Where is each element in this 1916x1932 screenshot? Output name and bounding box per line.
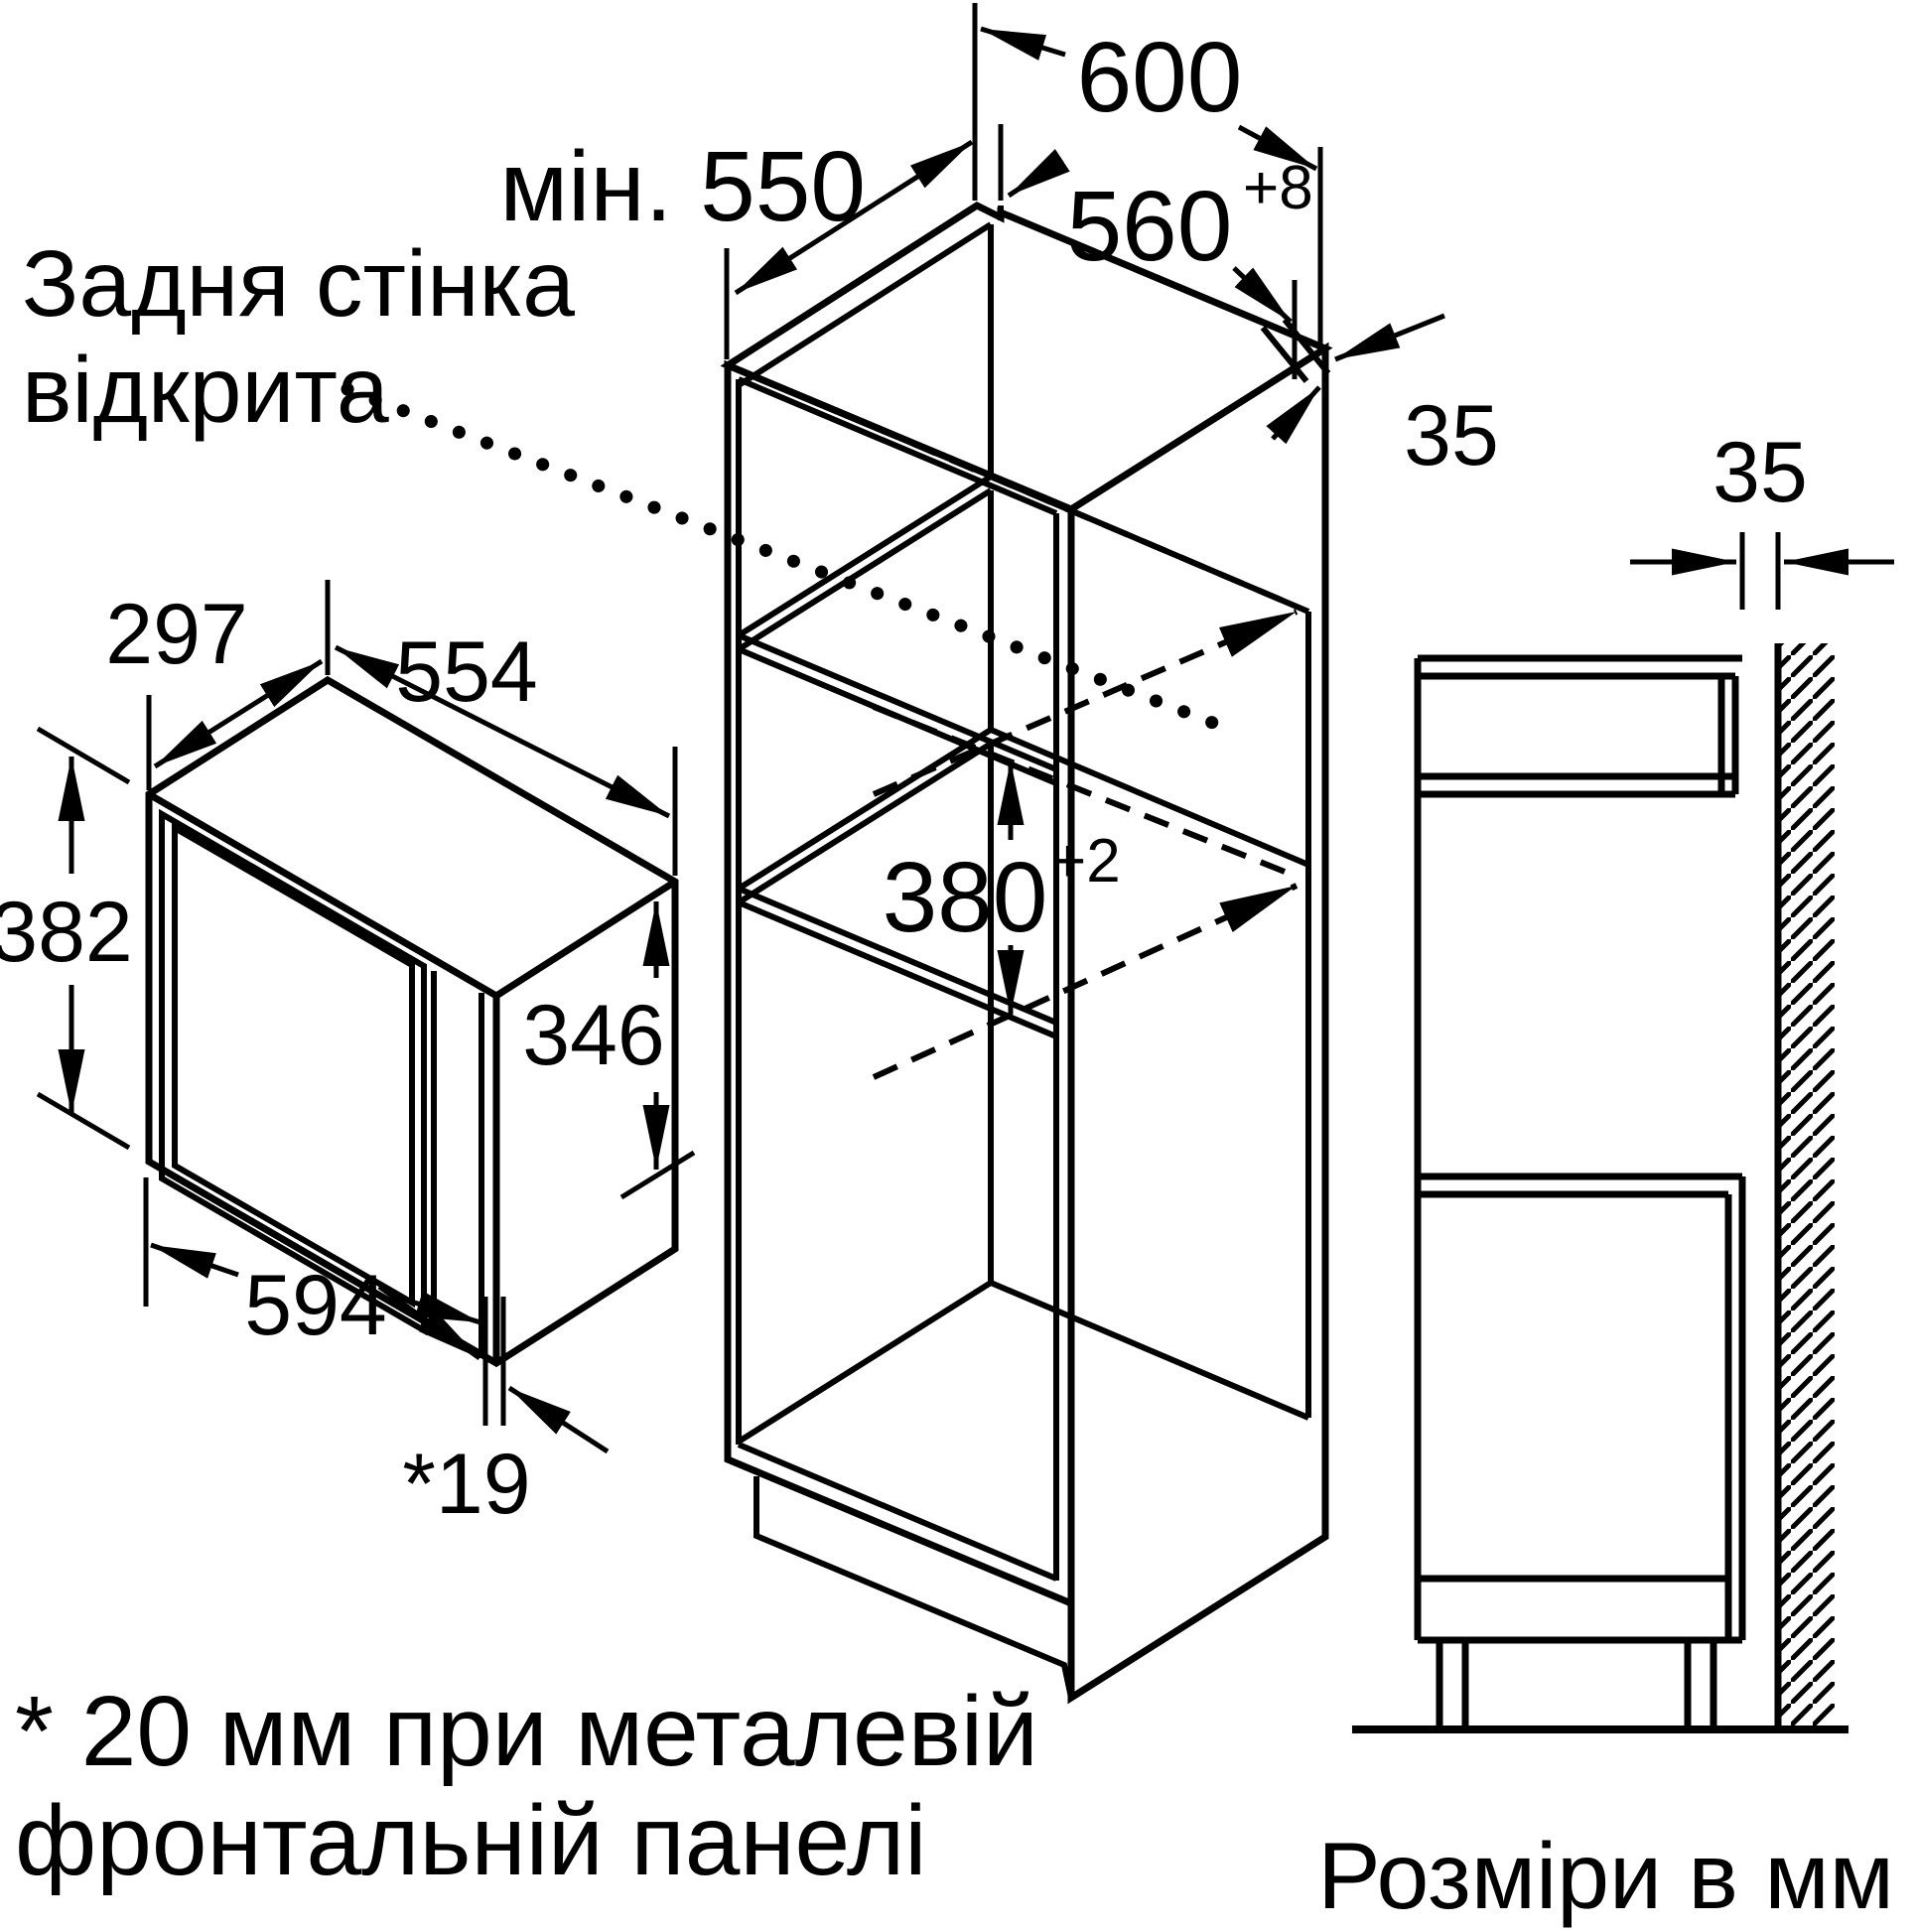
units-note: Розміри в мм [1317,1824,1894,1929]
cabinet-side-view [1414,654,1746,1729]
shelf-dashed-arrow-lower-rising [872,883,1299,1080]
dim-door-height-label: 346 [522,988,665,1083]
cabinet-side-face [1067,342,1329,1705]
dim-appliance-depth-label: 297 [105,587,248,682]
dim-min-depth [724,3,978,359]
dim-niche-height-tol-label: +2 [1050,827,1121,896]
dim-niche-width [998,124,1298,379]
dim-appliance-top-width [334,644,678,876]
dim-niche-width-label: 560 [1067,171,1233,282]
dim-appliance-height-label: 382 [0,885,133,980]
footnote-line2: фронтальній панелі [15,1785,926,1896]
cabinet-plinth [753,1476,1074,1699]
dim-appliance-height [36,726,131,1151]
dim-wall-gap [1630,532,1894,610]
wall-hatching [1778,643,1835,1729]
control-strip-divider [431,971,484,1358]
dim-niche-width-tol-label: +8 [1243,154,1313,222]
dimension-lines [36,3,1894,1454]
dim-top-width-label: 600 [1077,22,1243,133]
shelf-dashed-arrow-upper-rising [872,609,1299,797]
footnote-line1: * 20 мм при металевій [15,1676,1038,1787]
note-back-wall-line2: відкрита [22,338,389,443]
dim-door-height [619,901,696,1200]
upper-shelf [1418,772,1735,798]
dotted-leader [341,382,1243,739]
dim-back-strip [1266,313,1445,445]
shelf-dashed-arrow-upper [872,424,1297,609]
dim-front-panel-gap [377,1284,610,1454]
tall-cabinet-isometric [720,201,1333,1705]
cabinet-front-details [736,206,1331,1699]
dim-front-panel-gap-label: *19 [402,1437,530,1532]
dim-appliance-depth [146,580,331,790]
dim-top-width [980,26,1323,345]
back-strip-cut [1260,318,1331,383]
note-back-wall-line1: Задня стінка [22,231,575,337]
dim-min-depth-label: мін. 550 [499,131,866,242]
shelf-dashed-arrows [872,424,1299,1080]
shelf-dashed-arrow-lower [872,704,1297,879]
dim-appliance-top-width-label: 554 [395,624,538,720]
dim-back-strip-label: 35 [1404,388,1499,483]
lower-back-panel [1724,1176,1746,1640]
dim-appliance-width-label: 594 [244,1258,387,1353]
cabinet-feet [1436,1640,1717,1729]
dim-wall-gap-label: 35 [1712,425,1808,520]
dim-niche-height-label: 380 [883,842,1048,953]
